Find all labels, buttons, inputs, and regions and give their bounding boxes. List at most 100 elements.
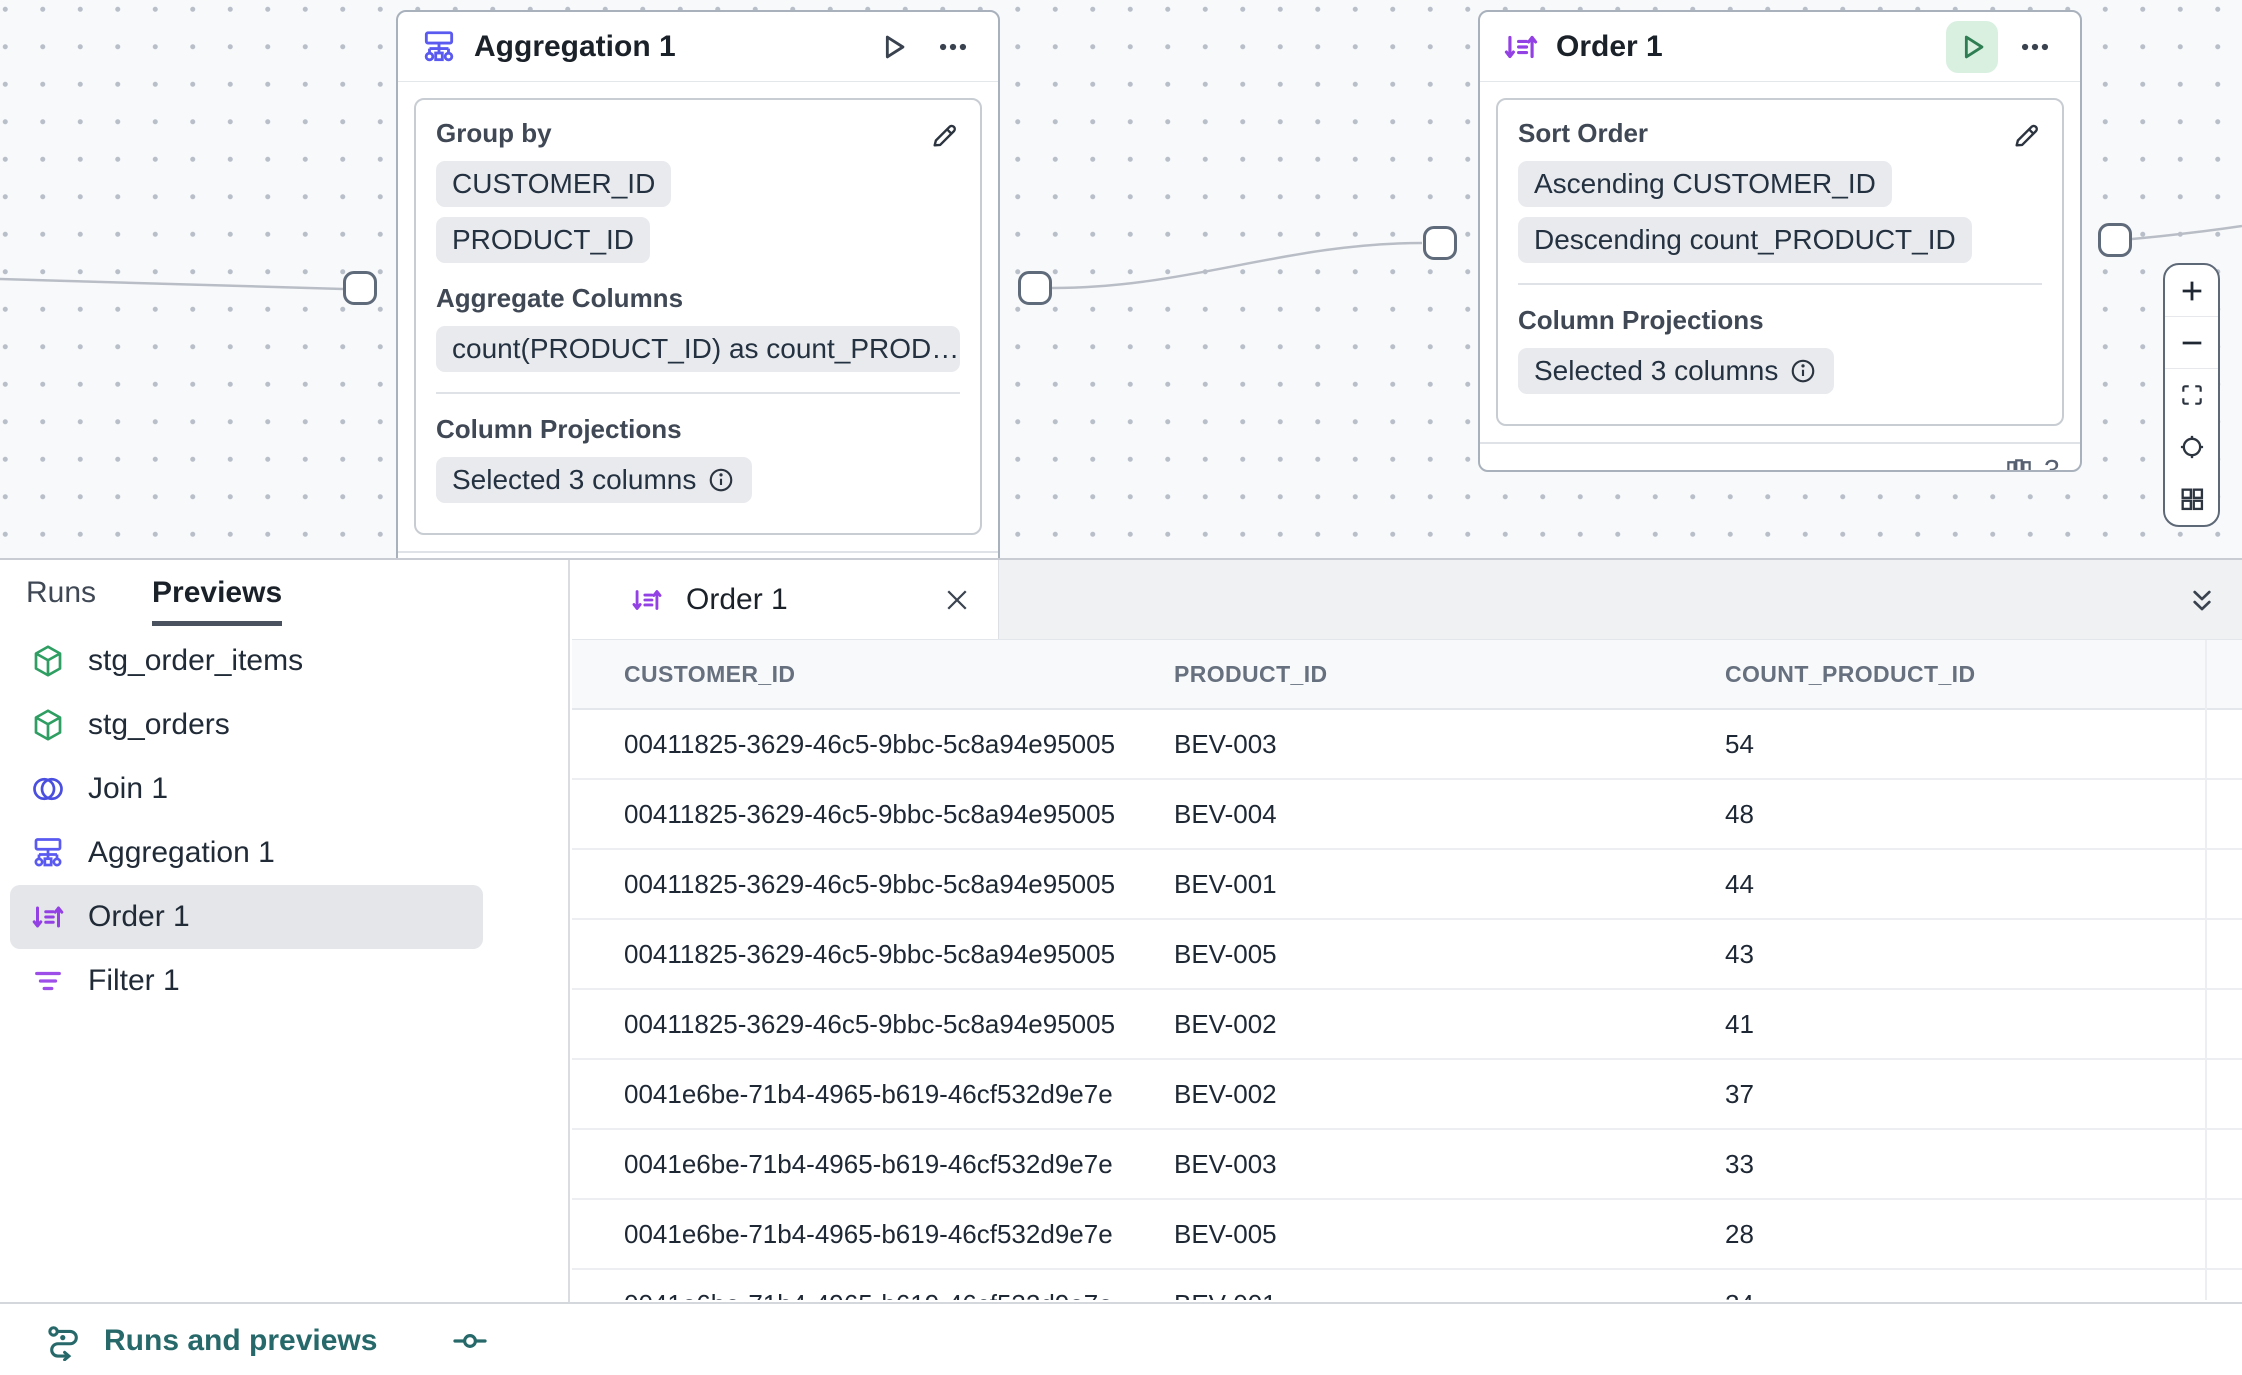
tab-runs[interactable]: Runs [26, 574, 96, 626]
node-more-menu-button[interactable] [2012, 24, 2058, 70]
dataset-cube-icon [34, 709, 62, 741]
sidebar-item-aggregation-1[interactable]: Aggregation 1 [10, 821, 483, 885]
pipeline-canvas[interactable]: Aggregation 1 [0, 0, 2242, 558]
play-icon [1964, 35, 1984, 58]
sidebar-item-label: Filter 1 [88, 964, 180, 997]
preview-data-table[interactable]: CUSTOMER_ID PRODUCT_ID COUNT_PRODUCT_ID … [572, 640, 2242, 1300]
node-title: Order 1 [1556, 29, 1663, 63]
cell-count: 43 [1725, 938, 1754, 969]
chip-label: count(PRODUCT_ID) as count_PROD… [452, 333, 960, 364]
edit-aggregation-button[interactable] [922, 114, 966, 158]
aggregation-output-port[interactable] [1018, 271, 1052, 305]
more-icon [2021, 43, 2049, 50]
table-row[interactable]: 0041e6be-71b4-4965-b619-46cf532d9e7e BEV… [572, 1130, 2242, 1200]
table-row[interactable]: 00411825-3629-46c5-9bbc-5c8a94e95005 BEV… [572, 920, 2242, 990]
zoom-in-button[interactable] [2165, 265, 2218, 317]
info-icon [1792, 359, 1815, 383]
collapse-icon [2193, 590, 2211, 611]
order-card-header: Order 1 [1480, 12, 2080, 82]
cell-customer-id: 0041e6be-71b4-4965-b619-46cf532d9e7e [624, 1218, 1113, 1249]
sidebar-item-order-1[interactable]: Order 1 [10, 885, 483, 949]
cell-customer-id: 0041e6be-71b4-4965-b619-46cf532d9e7e [624, 1289, 1174, 1301]
sort-icon [632, 589, 662, 610]
table-row[interactable]: 0041e6be-71b4-4965-b619-46cf532d9e7e BEV… [572, 1270, 2242, 1300]
table-row[interactable]: 0041e6be-71b4-4965-b619-46cf532d9e7e BEV… [572, 1060, 2242, 1130]
cell-count: 37 [1725, 1078, 1754, 1109]
flow-icon [48, 1325, 78, 1361]
fit-to-screen-button[interactable] [2165, 369, 2218, 421]
cell-count: 41 [1725, 1008, 1754, 1039]
zoom-out-button[interactable] [2165, 317, 2218, 369]
cell-product-id: BEV-001 [1174, 1289, 1725, 1301]
order-card-body: Sort Order Ascending CUSTOMER_ID Descend… [1496, 98, 2064, 426]
column-header[interactable]: CUSTOMER_ID [624, 660, 796, 687]
layout-grid-button[interactable] [2165, 473, 2218, 525]
tab-previews[interactable]: Previews [152, 574, 283, 626]
chip-label: Selected 3 columns [452, 464, 697, 495]
cell-product-id: BEV-003 [1174, 1148, 1277, 1179]
sidebar-item-label: stg_order_items [88, 644, 304, 677]
preview-tab-title: Order 1 [686, 582, 788, 616]
column-projections-chip[interactable]: Selected 3 columns [1518, 348, 1835, 394]
join-icon [33, 777, 63, 801]
collapse-panel-button[interactable] [2180, 580, 2224, 624]
order-card-footer: 3 [1480, 442, 2080, 470]
cell-count: 54 [1725, 728, 1754, 759]
group-by-chip[interactable]: PRODUCT_ID [436, 217, 651, 263]
bottom-panel: Runs Previews stg_order_items [0, 558, 2242, 1375]
table-row[interactable]: 00411825-3629-46c5-9bbc-5c8a94e95005 BEV… [572, 710, 2242, 780]
section-divider [1518, 283, 2042, 285]
pencil-icon [2015, 124, 2038, 147]
close-preview-button[interactable] [936, 579, 978, 621]
edit-order-button[interactable] [2004, 114, 2048, 158]
cell-count: 28 [1725, 1218, 1754, 1249]
fullscreen-icon [2181, 385, 2202, 405]
table-row[interactable]: 00411825-3629-46c5-9bbc-5c8a94e95005 BEV… [572, 850, 2242, 920]
sort-icon [32, 906, 64, 928]
node-card-order-1[interactable]: Order 1 [1478, 10, 2082, 472]
panel-toggle-button[interactable] [445, 1316, 495, 1366]
edge-connectors [0, 224, 2242, 291]
aggregation-card-body: Group by CUSTOMER_ID PRODUCT_ID Aggregat… [414, 98, 982, 535]
sort-chip[interactable]: Descending count_PRODUCT_ID [1518, 217, 1972, 263]
panel-tabbar: Runs Previews [0, 560, 568, 626]
sidebar-item-label: Join 1 [88, 772, 169, 805]
status-bar: Runs and previews [0, 1302, 2242, 1375]
table-row[interactable]: 0041e6be-71b4-4965-b619-46cf532d9e7e BEV… [572, 1200, 2242, 1270]
group-by-chip[interactable]: CUSTOMER_ID [436, 161, 672, 207]
cell-product-id: BEV-002 [1174, 1078, 1277, 1109]
cell-customer-id: 00411825-3629-46c5-9bbc-5c8a94e95005 [624, 868, 1116, 899]
grid-icon [2181, 488, 2203, 511]
node-title: Aggregation 1 [474, 29, 676, 63]
sidebar-item-join-1[interactable]: Join 1 [10, 757, 483, 821]
table-row[interactable]: 00411825-3629-46c5-9bbc-5c8a94e95005 BEV… [572, 780, 2242, 850]
sidebar-item-stg-orders[interactable]: stg_orders [10, 693, 483, 757]
sort-order-label: Sort Order [1518, 118, 1649, 148]
sort-chip[interactable]: Ascending CUSTOMER_ID [1518, 161, 1892, 207]
cell-customer-id: 00411825-3629-46c5-9bbc-5c8a94e95005 [624, 1008, 1116, 1039]
table-row[interactable]: 00411825-3629-46c5-9bbc-5c8a94e95005 BEV… [572, 990, 2242, 1060]
plus-icon [2182, 281, 2201, 300]
status-bar-label[interactable]: Runs and previews [104, 1323, 378, 1357]
column-projections-chip[interactable]: Selected 3 columns [436, 457, 753, 503]
node-more-menu-button[interactable] [930, 24, 976, 70]
aggregate-column-chip[interactable]: count(PRODUCT_ID) as count_PROD… [436, 326, 960, 372]
more-icon [939, 43, 967, 50]
cell-product-id: BEV-005 [1174, 1218, 1277, 1249]
node-card-aggregation-1[interactable]: Aggregation 1 [396, 10, 1000, 558]
center-selection-button[interactable] [2165, 421, 2218, 473]
column-header[interactable]: PRODUCT_ID [1174, 660, 1328, 687]
sidebar-item-filter-1[interactable]: Filter 1 [10, 949, 483, 1013]
aggregation-icon [424, 30, 454, 61]
run-node-button[interactable] [1946, 20, 1998, 73]
column-header[interactable]: COUNT_PRODUCT_ID [1725, 660, 1976, 687]
cell-product-id: BEV-001 [1174, 868, 1277, 899]
table-header-row: CUSTOMER_ID PRODUCT_ID COUNT_PRODUCT_ID [572, 640, 2242, 710]
order-output-port[interactable] [2098, 223, 2132, 257]
aggregation-input-port[interactable] [343, 271, 377, 305]
order-input-port[interactable] [1423, 226, 1457, 260]
preview-tab-order-1[interactable]: Order 1 [572, 560, 999, 639]
sidebar-item-stg-order-items[interactable]: stg_order_items [10, 629, 483, 693]
run-node-button[interactable] [870, 24, 916, 70]
